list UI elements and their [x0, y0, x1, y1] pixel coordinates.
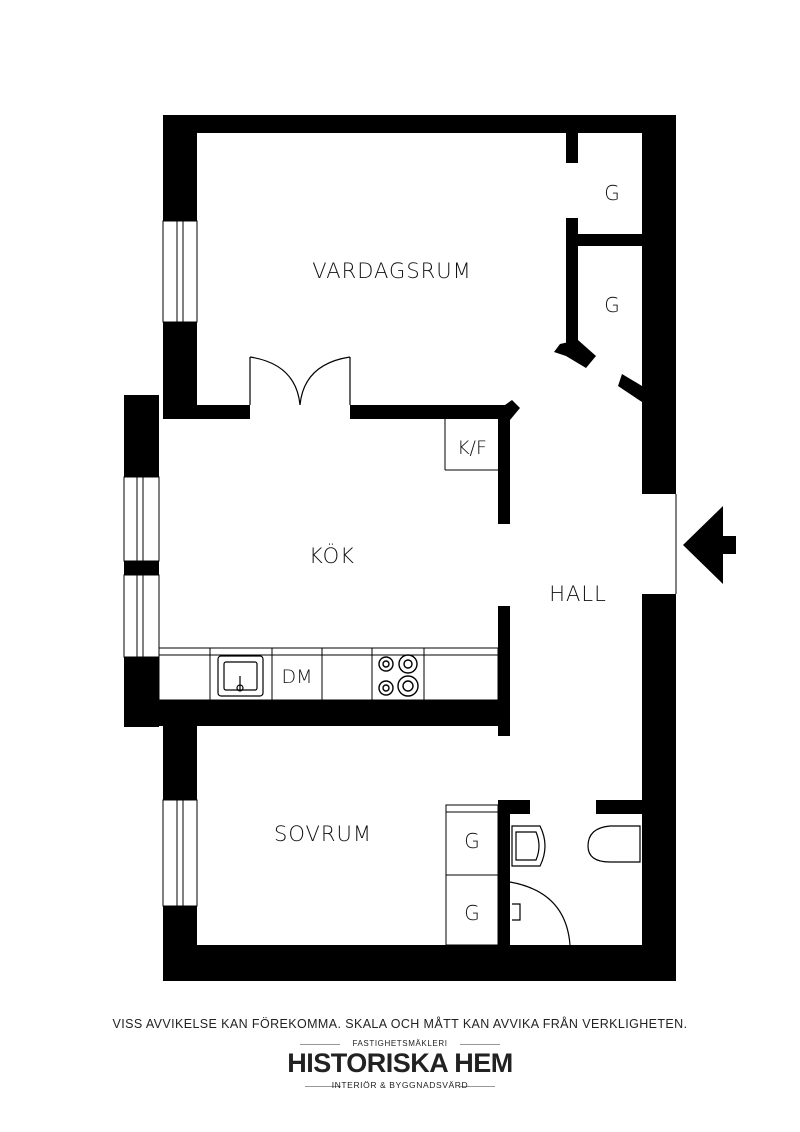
room-label-bedroom: SOVRUM	[274, 822, 372, 846]
dishwasher-label: DM	[281, 666, 312, 688]
logo-wordmark: HISTORISKA HEM	[287, 1048, 513, 1078]
room-label-kitchen: KÖK	[309, 542, 355, 568]
kitchen-counter	[158, 419, 499, 701]
logo-tagline-top: FASTIGHETSMÄKLERI	[352, 1039, 448, 1048]
room-label-living-room: VARDAGSRUM	[312, 259, 471, 283]
logo-rule	[460, 1044, 500, 1045]
room-label-hall: HALL	[549, 582, 607, 606]
floor-plan: VARDAGSRUM KÖK HALL SOVRUM G G K/F DM G …	[123, 115, 736, 981]
logo-rule	[459, 1086, 495, 1087]
windows	[123, 220, 198, 907]
closet-label: G	[464, 829, 480, 853]
disclaimer-text: VISS AVVIKELSE KAN FÖREKOMMA. SKALA OCH …	[112, 1017, 688, 1031]
closet-label: G	[464, 901, 480, 925]
stove-icon	[378, 654, 419, 697]
walls	[124, 115, 676, 981]
fridge-freezer-label: K/F	[457, 437, 487, 459]
closet-label: G	[604, 181, 620, 205]
sink-icon	[217, 655, 264, 697]
entrance-arrow-icon	[683, 506, 736, 584]
kitchen-double-door	[249, 356, 351, 406]
bathroom-fixtures	[509, 825, 641, 946]
closet-label: G	[604, 293, 620, 317]
logo-tagline-bottom: INTERIÖR & BYGGNADSVÄRD	[331, 1080, 469, 1090]
bedroom-closets	[445, 804, 499, 946]
logo-rule	[300, 1044, 340, 1045]
logo-rule	[305, 1086, 341, 1087]
